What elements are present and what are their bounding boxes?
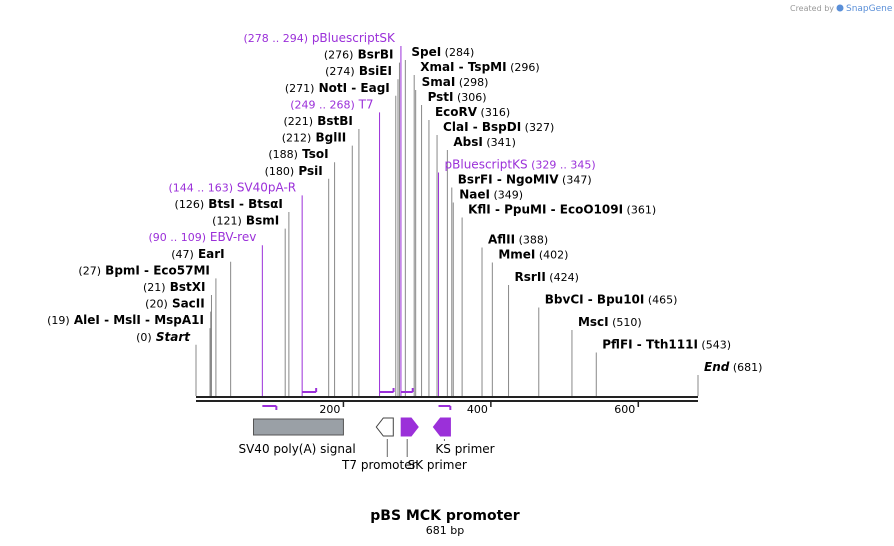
snapgene-brand: SnapGene bbox=[846, 4, 893, 14]
site-psti-label: PstI (306) bbox=[428, 90, 487, 104]
site-ecorv-label: EcoRV (316) bbox=[435, 105, 510, 119]
snapgene-logo-icon bbox=[836, 4, 844, 12]
site-bbvci-label: BbvCI - Bpu10I (465) bbox=[545, 293, 678, 307]
site-psii-label: (180) PsiI bbox=[265, 164, 323, 178]
primer-marks bbox=[262, 388, 452, 410]
site-clai-label: ClaI - BspDI (327) bbox=[443, 120, 554, 134]
feature-sv40-poly-a-signal-label: SV40 poly(A) signal bbox=[238, 442, 355, 456]
site-bsrbi-label: (276) BsrBI bbox=[324, 48, 394, 62]
primer-sv40pa-r-label: (144 .. 163) SV40pA-R bbox=[168, 180, 296, 194]
site-bsiei-label: (274) BsiEI bbox=[325, 64, 392, 78]
site-absi-label: AbsI (341) bbox=[453, 135, 516, 149]
site-mmei-label: MmeI (402) bbox=[498, 248, 568, 262]
site-rsrii-label: RsrII (424) bbox=[515, 270, 579, 284]
primer-pbluescriptsk-label: (278 .. 294) pBluescriptSK bbox=[243, 31, 396, 45]
primer-t7-label: (249 .. 268) T7 bbox=[290, 97, 373, 111]
site-noti-label: (271) NotI - EagI bbox=[285, 81, 390, 95]
primer-pbluescriptks-label: pBluescriptKS (329 .. 345) bbox=[445, 158, 596, 172]
snapgene-logo: SnapGene bbox=[836, 4, 893, 14]
site-msci-label: MscI (510) bbox=[578, 315, 642, 329]
map-title: pBS MCK promoter bbox=[370, 508, 520, 524]
feature-t7-promoter-arrow bbox=[375, 417, 394, 437]
site-bsmi-label: (121) BsmI bbox=[212, 214, 279, 228]
scale-tick-label-600: 600 bbox=[614, 403, 635, 416]
site-btsi-label: (126) BtsI - BtsαI bbox=[175, 197, 283, 211]
site-bstxi-label: (21) BstXI bbox=[143, 280, 206, 294]
site-bpmi-label: (27) BpmI - Eco57MI bbox=[78, 263, 209, 277]
feature-sk-primer-arrow bbox=[400, 417, 419, 437]
site-leader-lines bbox=[195, 46, 699, 396]
site-bsrfi-label: BsrFI - NgoMIV (347) bbox=[458, 173, 592, 187]
scale-tick-label-200: 200 bbox=[319, 403, 340, 416]
site-bstbi-label: (221) BstBI bbox=[283, 114, 352, 128]
site-naei-label: NaeI (349) bbox=[459, 188, 523, 202]
created-by-text: Created by bbox=[790, 4, 834, 13]
feature-ks-primer-arrow bbox=[432, 417, 451, 437]
feature-sv40-poly-a-signal bbox=[252, 418, 344, 436]
site-pflfi-label: PflFI - Tth111I (543) bbox=[602, 338, 731, 352]
site-xmai-label: XmaI - TspMI (296) bbox=[420, 60, 539, 74]
site-labels: (0) Start (19) AleI - MslI - MspA1I (20) S… bbox=[47, 31, 762, 374]
feature-t7-promoter-label: T7 promoter bbox=[341, 458, 417, 472]
feature-sk-primer-label: SK primer bbox=[408, 458, 467, 472]
sequence-backbone: 200 400 600 bbox=[196, 396, 698, 416]
site-sacii-label: (20) SacII bbox=[145, 297, 205, 311]
site-smai-label: SmaI (298) bbox=[422, 75, 489, 89]
site-eari-label: (47) EarI bbox=[171, 247, 224, 261]
feature-ks-primer-label: KS primer bbox=[435, 442, 494, 456]
site-aflii-label: AflII (388) bbox=[488, 233, 548, 247]
site-alei-label: (19) AleI - MslI - MspA1I bbox=[47, 313, 204, 327]
site-end-label: End (681) bbox=[704, 360, 762, 374]
site-bglii-label: (212) BglII bbox=[282, 131, 347, 145]
map-subtitle: 681 bp bbox=[426, 524, 464, 537]
site-spei-label: SpeI (284) bbox=[411, 45, 474, 59]
site-kfli-label: KflI - PpuMI - EcoO109I (361) bbox=[468, 203, 656, 217]
primer-ebv-rev-label: (90 .. 109) EBV-rev bbox=[149, 230, 257, 244]
site-start-label: (0) Start bbox=[136, 330, 191, 344]
scale-tick-label-400: 400 bbox=[467, 403, 488, 416]
site-tsoi-label: (188) TsoI bbox=[268, 147, 328, 161]
